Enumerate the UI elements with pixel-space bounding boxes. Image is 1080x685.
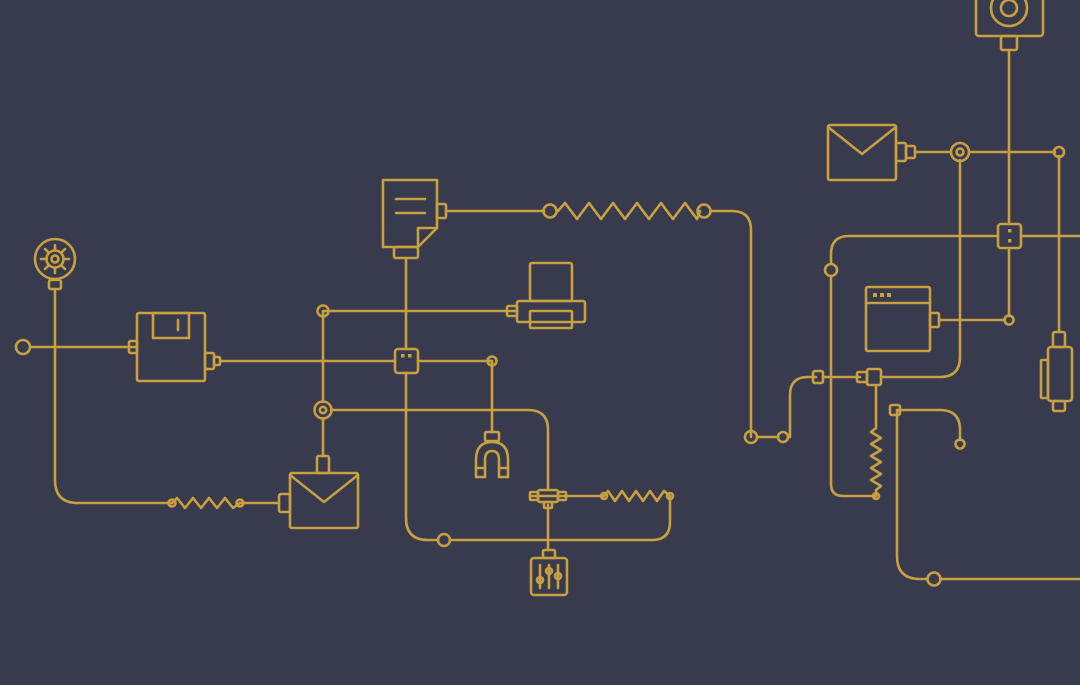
terminal-node [436, 532, 452, 548]
junction-chip-icon [996, 222, 1023, 250]
floppy-disk-icon [127, 311, 222, 383]
terminal-node [954, 438, 966, 450]
terminal-node [1003, 314, 1015, 326]
wire [788, 375, 818, 439]
circuit-wires [29, 48, 1080, 581]
terminal-node [823, 262, 839, 278]
target-node [955, 147, 965, 157]
junction-chip-icon [393, 347, 420, 375]
target-node [318, 405, 328, 415]
terminal-node [542, 203, 558, 219]
resistor-icon [556, 201, 702, 221]
document-icon [381, 178, 448, 260]
terminal-node [926, 571, 942, 587]
wire [895, 408, 962, 442]
circuit-nodes [14, 141, 1066, 587]
speaker-icon [974, 0, 1045, 52]
terminal-node [696, 203, 712, 219]
wire [404, 371, 439, 542]
t-connector-icon [528, 488, 568, 510]
wire [449, 494, 672, 542]
wire [829, 234, 1000, 265]
terminal-node [14, 338, 32, 356]
gear-icon [33, 237, 77, 291]
terminal-node [486, 355, 498, 367]
magnet-icon [474, 430, 510, 479]
resistor-icon [602, 489, 672, 503]
terminal-node [235, 498, 245, 508]
wire [879, 158, 962, 379]
mixer-sliders-icon [529, 548, 569, 597]
mail-icon [826, 123, 917, 182]
fuse-icon [1039, 330, 1074, 413]
wire [709, 209, 753, 439]
target-node [949, 141, 971, 163]
resistor-icon [869, 426, 883, 498]
terminal-node [665, 491, 675, 501]
terminal-node [599, 491, 609, 501]
resistor-icon [170, 496, 242, 510]
wire [329, 408, 550, 490]
terminal-node [1052, 145, 1066, 159]
mail-icon [277, 454, 360, 530]
terminal-node [167, 498, 177, 508]
target-node [313, 400, 333, 420]
wire [895, 408, 929, 581]
wire [53, 287, 174, 505]
terminal-node [871, 491, 881, 501]
printer-icon [505, 261, 587, 330]
plug-connector-icon [811, 367, 902, 417]
terminal-node [776, 430, 790, 444]
terminal-node [316, 304, 330, 318]
browser-window-icon [864, 285, 941, 353]
terminal-node [743, 429, 759, 445]
wire [829, 275, 878, 498]
